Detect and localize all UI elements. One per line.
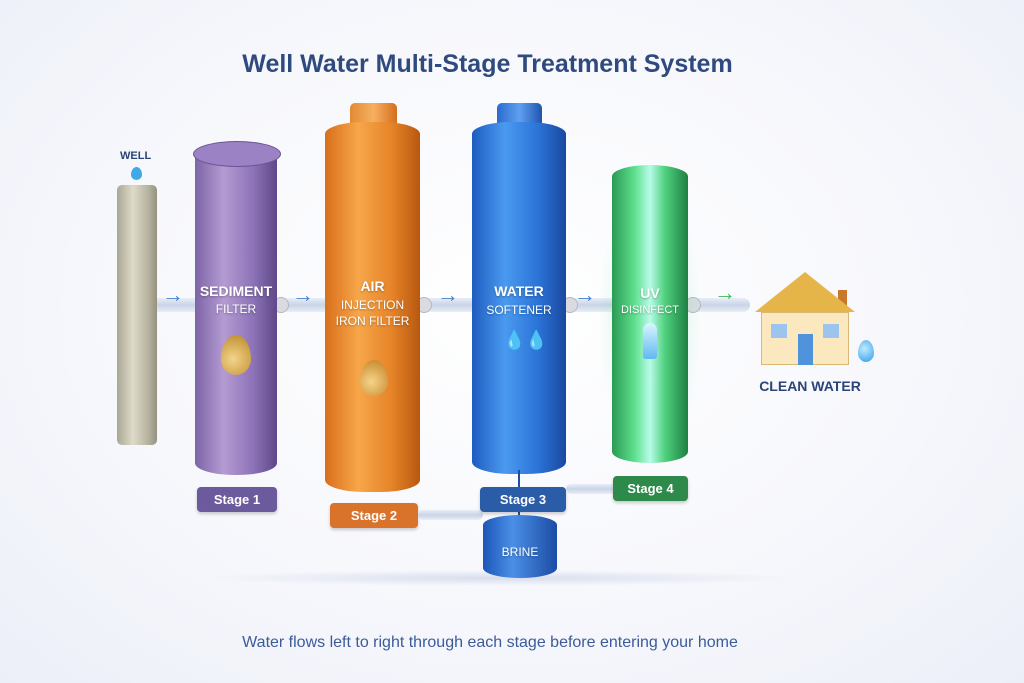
- water-softener-tank: [472, 122, 566, 474]
- brine-tank: [483, 515, 557, 578]
- flow-arrow-icon: →: [574, 282, 596, 307]
- stage3-name-line1: WATER: [494, 283, 544, 299]
- stage2-label: AIR INJECTION IRON FILTER: [320, 278, 425, 328]
- main-pipe: [150, 298, 750, 312]
- stage4-label: UV DISINFECT: [605, 285, 695, 316]
- uv-lamp-icon: [643, 323, 657, 359]
- stage2-badge: Stage 2: [330, 503, 418, 528]
- stage2-name-line2: INJECTION: [340, 298, 405, 312]
- stage3-label: WATER SOFTENER: [468, 283, 570, 317]
- water-drop-icon: [858, 340, 874, 362]
- stage1-badge: Stage 1: [197, 487, 277, 512]
- stage3-badge: Stage 3: [480, 487, 566, 512]
- uv-disinfect-tank: [612, 165, 688, 463]
- drain-pipe: [418, 510, 483, 520]
- flow-arrow-icon: →: [437, 282, 459, 307]
- sediment-drop-icon: [221, 335, 251, 375]
- well-label: WELL: [120, 150, 152, 162]
- stage3-name-line2: SOFTENER: [486, 303, 552, 317]
- clean-water-label: CLEAN WATER: [759, 378, 861, 394]
- door: [798, 334, 813, 365]
- roof: [755, 272, 855, 312]
- well-casing: [117, 185, 157, 445]
- house-icon: [755, 272, 855, 367]
- stage4-name-line1: UV: [640, 285, 660, 301]
- stage2-name-line1: AIR: [360, 278, 385, 294]
- ground-shadow: [200, 570, 800, 586]
- sediment-filter-tank: [195, 145, 277, 475]
- iron-filter-tank: [325, 122, 420, 492]
- stage2-name-line3: IRON FILTER: [335, 314, 410, 328]
- diagram-title: Well Water Multi-Stage Treatment System: [242, 50, 733, 78]
- iron-drop-icon: [360, 360, 388, 396]
- stage1-name-line2: FILTER: [215, 302, 257, 316]
- footer-caption: Water flows left to right through each s…: [242, 634, 738, 651]
- stage4-badge: Stage 4: [613, 476, 688, 501]
- brine-label: BRINE: [501, 545, 539, 559]
- water-drop-icon: [131, 167, 142, 180]
- stage1-label: SEDIMENT FILTER: [190, 283, 282, 316]
- water-drops-icon: 💧💧: [503, 330, 548, 350]
- flow-arrow-icon: →: [714, 280, 736, 305]
- stage4-link-pipe: [566, 484, 616, 494]
- stage4-name-line2: DISINFECT: [620, 304, 680, 316]
- window: [823, 324, 839, 338]
- tank-cap: [193, 141, 281, 167]
- stage1-name-line1: SEDIMENT: [199, 283, 273, 299]
- flow-arrow-icon: →: [162, 282, 184, 307]
- flow-arrow-icon: →: [292, 282, 314, 307]
- window: [771, 324, 787, 338]
